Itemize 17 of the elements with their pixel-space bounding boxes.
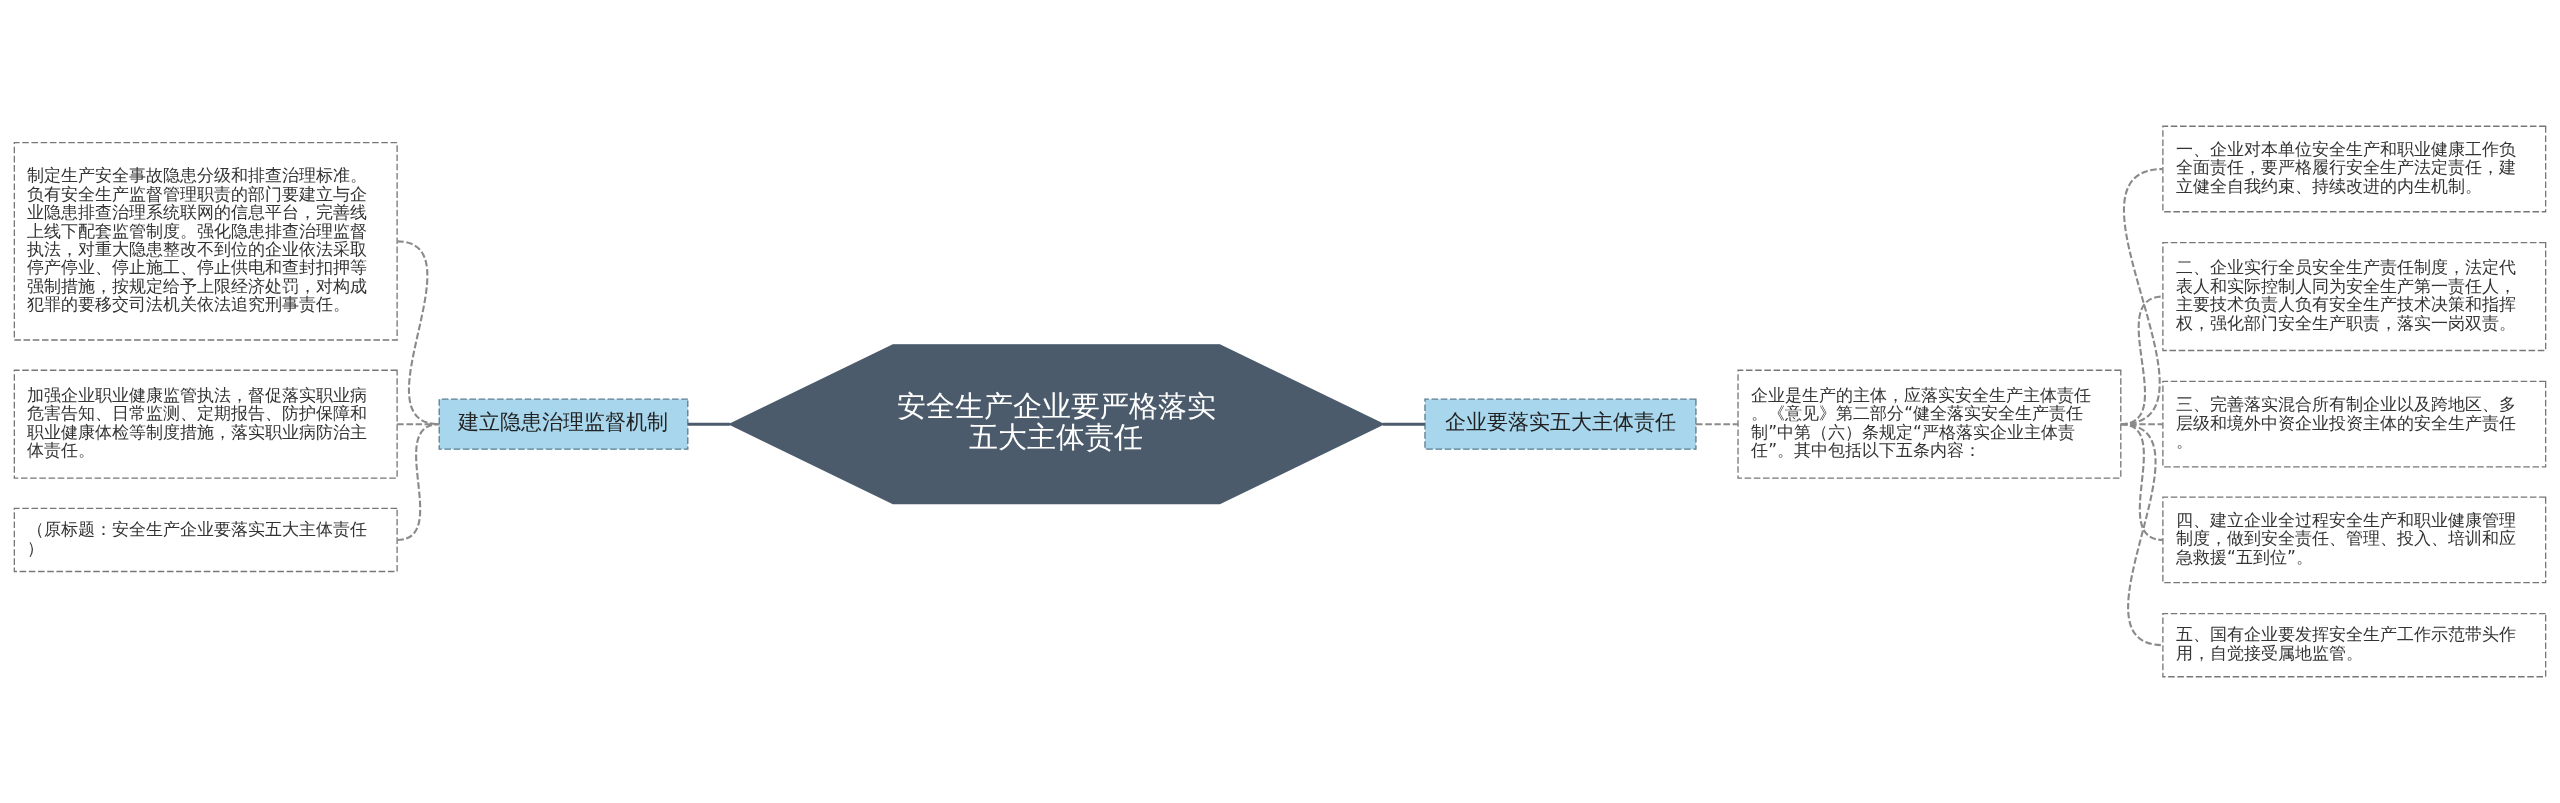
node-box: 三、完善落实混合所有制企业以及跨地区、多层级和境外中资企业投资主体的安全生产责任。 bbox=[2162, 380, 2547, 468]
node-box: 一、企业对本单位安全生产和职业健康工作负全面责任，要严格履行安全生产法定责任，建立健全自我约束、持续改进的内生机制。 bbox=[2162, 125, 2547, 213]
node-box: 加强企业职业健康监管执法，督促落实职业病危害告知、日常监测、定期报告、防护保障和职业健康体检等制度措施，落实职业病防治主体责任。 bbox=[13, 369, 398, 479]
connector bbox=[1382, 422, 1425, 426]
connector bbox=[1695, 423, 1739, 426]
connector bbox=[2120, 168, 2164, 426]
node-box: 企业是生产的主体，应落实安全生产主体责任。《意见》第二部分“健全落实安全生产责任制”中第（六）条规定“严格落实企业主体责任”。其中包括以下五条内容： bbox=[1737, 369, 2122, 479]
node-box: 制定生产安全事故隐患分级和排查治理标准。负有安全生产监督管理职责的部门要建立与企业隐患排查治理系统联网的信息平台，完善线上线下配套监管制度。强化隐患排查治理监督执法，对重大隐患整改不到位的企业依法采取停产停业、停止施工、停止供电和查封扣押等强制措施，按规定给予上限经济处罚，对构成犯罪的要移交司法机关依法追究刑事责任。 bbox=[13, 142, 398, 341]
node-box: 五、国有企业要发挥安全生产工作示范带头作用，自觉接受属地监管。 bbox=[2162, 612, 2547, 678]
node-box: 二、企业实行全员安全生产责任制度，法定代表人和实际控制人同为安全生产第一责任人，主要技术负责人负有安全生产技术决策和指挥权，强化部门安全生产职责，落实一岗双责。 bbox=[2162, 242, 2547, 352]
connector bbox=[687, 422, 730, 426]
node-box: 四、建立企业全过程安全生产和职业健康管理制度，做到安全责任、管理、投入、培训和应急救援“五到位”。 bbox=[2162, 496, 2547, 584]
connector bbox=[2120, 423, 2164, 647]
connector bbox=[396, 423, 440, 541]
node-box: 建立隐患治理监督机制 bbox=[438, 398, 689, 450]
node-box: （原标题：安全生产企业要落实五大主体责任） bbox=[13, 507, 398, 573]
node-box: 企业要落实五大主体责任 bbox=[1424, 398, 1697, 450]
